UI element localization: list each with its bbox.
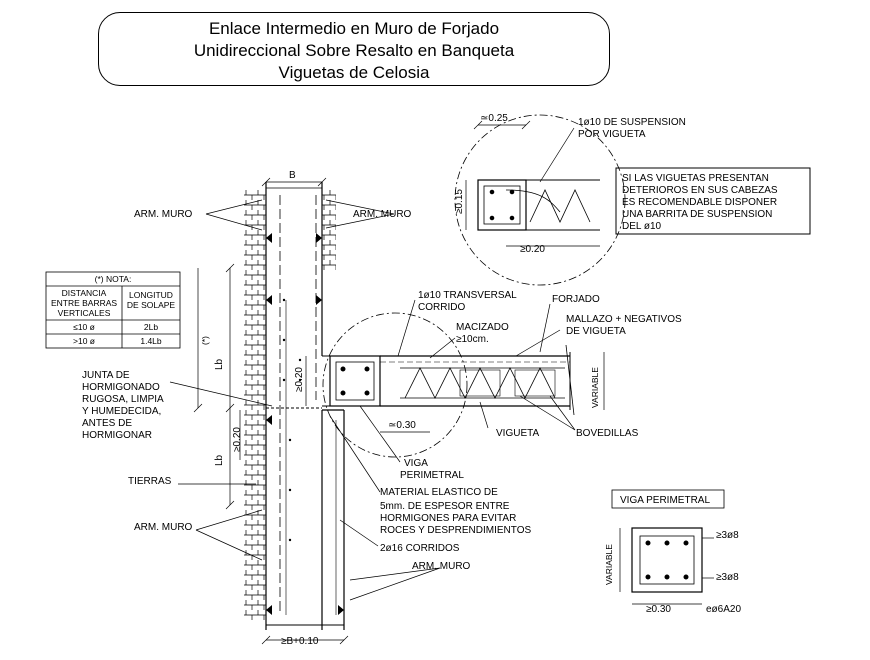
nota-row2-col2: 1.4Lb [140,336,162,346]
rebar-bottom-label: ≥3ø8 [716,572,739,583]
title-line-1: Enlace Intermedio en Muro de Forjado [208,19,500,38]
anchor-markers [266,233,344,615]
nota-row1-col2: 2Lb [144,322,158,332]
nota-header-2a: LONGITUD [129,290,173,300]
label-mallazo-1: MALLAZO + NEGATIVOS [566,314,682,325]
label-material-1: MATERIAL ELASTICO DE [380,487,498,498]
dim-variable-viga: VARIABLE [604,544,614,585]
label-junta-5: ANTES DE [82,418,132,429]
bearing-detail-circle [322,312,468,458]
viga-perimetral-title: VIGA PERIMETRAL [620,495,710,506]
viga-perimetral-section [329,355,381,407]
note-line-3: ES RECOMENDABLE DISPONER [622,197,777,208]
label-forjado: FORJADO [552,294,600,305]
nota-header-2b: DE SOLAPE [127,300,176,310]
title-box: Enlace Intermedio en Muro de Forjado Uni… [98,12,610,86]
label-junta-6: HORMIGONAR [82,430,152,441]
dim-susp-length: ≥0.20 [520,244,545,255]
note-line-5: DEL ø10 [622,221,662,232]
label-viga-1: VIGA [404,458,428,469]
nota-table [45,271,181,349]
callout-labels: ARM. MURO ARM. MURO ARM. MURO ARM. MURO … [82,117,686,572]
label-macizado-2: ≥10cm. [456,334,489,345]
suspension-detail [477,179,600,231]
title-line-2: Unidireccional Sobre Resalto en Banqueta [193,41,515,60]
label-viga-2: PERIMETRAL [400,470,464,481]
nota-header-1a: DISTANCIA [62,288,107,298]
earth-hatch [244,190,266,620]
earth-hatch-right [322,190,336,270]
label-susp-1: 1ø10 DE SUSPENSION [578,117,686,128]
dim-susp-width: ≃0.25 [480,113,508,124]
label-macizado-1: MACIZADO [456,322,509,333]
note-line-1: SI LAS VIGUETAS PRESENTAN [622,173,769,184]
nota-table-text: (*) NOTA: DISTANCIA ENTRE BARRAS VERTICA… [51,274,175,346]
label-arm-muro-bl: ARM. MURO [134,522,193,533]
label-arm-muro-tl: ARM. MURO [134,209,193,220]
label-material-3: HORMIGONES PARA EVITAR [380,513,516,524]
title-line-3: Viguetas de Celosia [278,63,430,82]
dimension-labels: B ≃0.25 ≥0.15 ≥0.20 Lb Lb ≥0.20 ≥0.20 (*… [200,113,671,647]
dim-variable-slab: VARIABLE [590,367,600,408]
detail-circles [322,114,626,458]
nota-header-1c: VERTICALES [58,308,111,318]
note-line-4: UNA BARRITA DE SUSPENSION [622,209,772,220]
label-junta-4: Y HUMEDECIDA, [82,406,161,417]
label-susp-2: POR VIGUETA [578,129,646,140]
stirrups-label: eø6A20 [706,604,741,615]
label-transversal-1: 1ø10 TRANSVERSAL [418,290,517,301]
slab-assembly [322,344,575,416]
label-junta-2: HORMIGONADO [82,382,160,393]
dim-bearing: ≃0.30 [388,420,416,431]
dim-base-width: ≥B+0.10 [281,636,319,647]
viga-perimetral-detail [611,489,725,605]
label-vigueta: VIGUETA [496,428,539,439]
note-box: SI LAS VIGUETAS PRESENTAN DETERIOROS EN … [615,167,811,235]
dim-susp-height: ≥0.15 [454,189,465,214]
dim-b: B [289,170,296,181]
label-material-4: ROCES Y DESPRENDIMIENTOS [380,525,531,536]
rebar-dots [282,298,302,542]
nota-row1-col1: ≤10 ø [73,322,95,332]
dim-ge020-upper: ≥0.20 [294,367,305,392]
label-tierras: TIERRAS [128,476,172,487]
retaining-wall [244,182,345,630]
dim-ge020-lower: ≥0.20 [232,427,243,452]
label-junta-1: JUNTA DE [82,370,130,381]
dim-lb-lower: Lb [214,454,225,466]
nota-row2-col1: >10 ø [73,336,95,346]
label-junta-3: RUGOSA, LIMPIA [82,394,164,405]
label-transversal-2: CORRIDO [418,302,465,313]
label-arm-muro-br: ARM. MURO [412,561,471,572]
suspension-detail-circle [454,114,626,286]
label-material-2: 5mm. DE ESPESOR ENTRE [380,501,510,512]
label-corridos: 2ø16 CORRIDOS [380,543,460,554]
nota-title: (*) NOTA: [95,274,132,284]
label-bovedillas: BOVEDILLAS [576,428,639,439]
rebar-top-label: ≥3ø8 [716,530,739,541]
note-line-2: DETERIOROS EN SUS CABEZAS [622,185,778,196]
nota-header-1b: ENTRE BARRAS [51,298,117,308]
label-mallazo-2: DE VIGUETA [566,326,626,337]
dim-lb-upper: Lb [214,358,225,370]
label-arm-muro-tr: ARM. MURO [353,209,412,220]
viga-stirrup [335,361,375,401]
dim-viga-width: ≥0.30 [646,604,671,615]
dimension-lines [169,120,605,645]
dim-star: (*) [200,336,210,345]
